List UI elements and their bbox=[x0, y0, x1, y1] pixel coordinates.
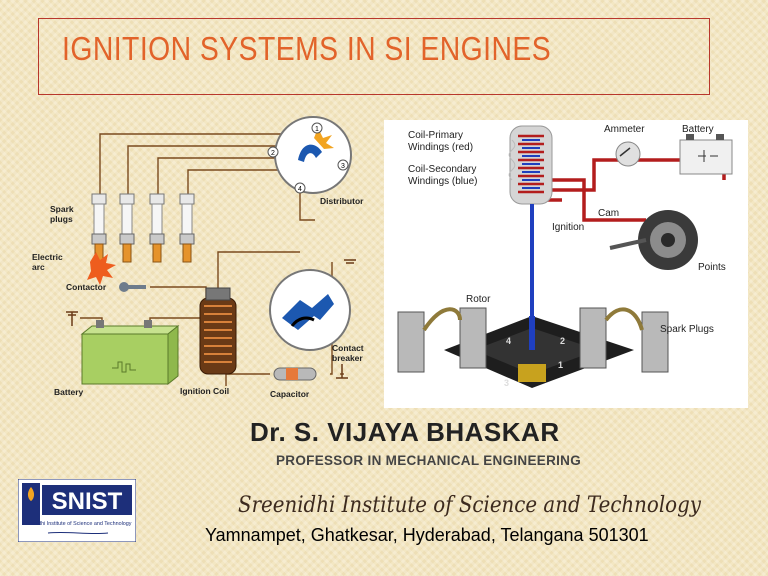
coil-secondary-label-1: Coil-Secondary bbox=[408, 164, 476, 175]
ignition-coil bbox=[199, 287, 237, 375]
rotor-terminal-3: 3 bbox=[504, 378, 509, 388]
battery-label: Battery bbox=[682, 124, 714, 135]
battery-icon bbox=[679, 134, 733, 175]
distributor-terminal-1: 1 bbox=[315, 126, 319, 133]
slide-title: IGNITION SYSTEMS IN SI ENGINES bbox=[62, 30, 552, 67]
rotor-label: Rotor bbox=[466, 294, 491, 305]
cam-breaker-assembly bbox=[609, 210, 698, 270]
electric-arc-label-1: Electric bbox=[32, 252, 63, 262]
snist-logo: SNIST Sreenidhi Institute of Science and… bbox=[18, 479, 136, 542]
distributor: 1 2 3 4 bbox=[267, 116, 352, 194]
ground-symbols bbox=[66, 259, 356, 379]
coil-primary-label-1: Coil-Primary bbox=[408, 130, 463, 141]
rotor-terminal-4: 4 bbox=[506, 336, 511, 346]
distributor-terminal-3: 3 bbox=[341, 163, 345, 170]
contactor-label: Contactor bbox=[66, 282, 107, 292]
logo-wordmark: SNIST bbox=[52, 488, 123, 515]
author-designation: PROFESSOR IN MECHANICAL ENGINEERING bbox=[276, 453, 582, 468]
ignition-distributor-illustration: Coil-Primary Windings (red) Coil-Seconda… bbox=[384, 120, 748, 408]
ammeter-label: Ammeter bbox=[604, 124, 645, 135]
rotor-terminal-1: 1 bbox=[558, 360, 563, 370]
institute-name: Sreenidhi Institute of Science and Techn… bbox=[238, 493, 701, 518]
points-label: Points bbox=[698, 262, 726, 273]
ignition-coil-cutaway bbox=[508, 125, 553, 205]
cam-label: Cam bbox=[598, 208, 619, 219]
title-frame bbox=[38, 18, 710, 95]
spark-plugs-label-2: plugs bbox=[50, 214, 73, 224]
contact-breaker-label-2: breaker bbox=[332, 353, 363, 363]
contact-breaker-label-1: Contact bbox=[332, 343, 364, 353]
spark-plug-row bbox=[397, 307, 669, 373]
ammeter-icon bbox=[615, 141, 641, 167]
spark-plugs-label: Spark Plugs bbox=[660, 324, 714, 335]
capacitor-label: Capacitor bbox=[270, 389, 310, 399]
rotor-terminal-2: 2 bbox=[560, 336, 565, 346]
ignition-label: Ignition bbox=[552, 222, 584, 233]
distributor-terminal-2: 2 bbox=[271, 150, 275, 157]
electric-arc-label-2: arc bbox=[32, 262, 45, 272]
distributor-terminal-4: 4 bbox=[298, 186, 302, 193]
spark-plugs-label-1: Spark bbox=[50, 204, 74, 214]
logo-full-name: Sreenidhi Institute of Science and Techn… bbox=[23, 521, 132, 527]
distributor-label: Distributor bbox=[320, 196, 364, 206]
coil-secondary-label-2: Windings (blue) bbox=[408, 176, 477, 187]
battery-label: Battery bbox=[54, 387, 84, 397]
capacitor bbox=[273, 367, 317, 381]
author-name: Dr. S. VIJAYA BHASKAR bbox=[250, 417, 560, 447]
distributor-rotor-base bbox=[444, 316, 634, 388]
institute-address: Yamnampet, Ghatkesar, Hyderabad, Telanga… bbox=[205, 525, 649, 545]
battery bbox=[80, 320, 180, 386]
coil-primary-label-2: Windings (red) bbox=[408, 142, 473, 153]
ignition-coil-label: Ignition Coil bbox=[180, 386, 229, 396]
electric-arc-icon bbox=[87, 252, 116, 285]
contact-breaker bbox=[269, 269, 351, 351]
spark-plugs bbox=[91, 193, 195, 263]
ignition-system-schematic: 1 2 3 4 Distributor Spark plugs Electric… bbox=[32, 116, 364, 399]
contactor-key-icon bbox=[119, 282, 146, 292]
